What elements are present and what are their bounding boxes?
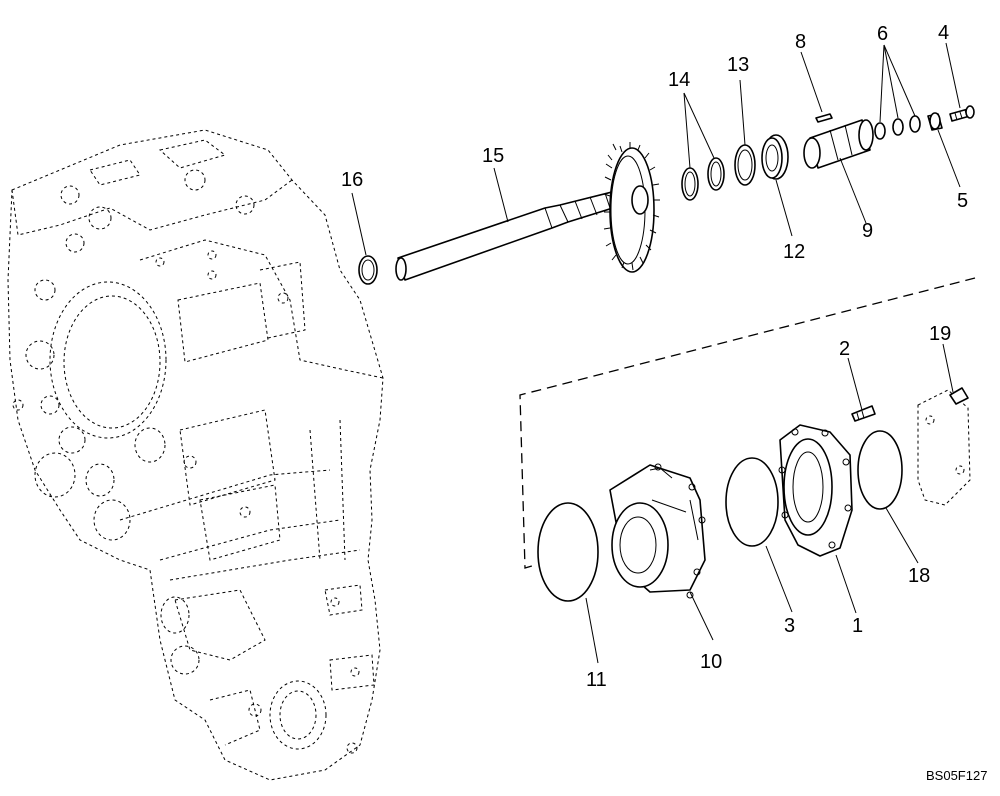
flange-cover-1 [778, 424, 853, 557]
drawing-code: BS05F127 [926, 768, 987, 783]
shim-rings-14 [681, 157, 725, 201]
callout-labels: 16 15 14 13 8 6 4 5 9 12 2 19 18 1 3 10 … [341, 22, 968, 691]
callout-12: 12 [783, 241, 805, 263]
rings-6 [874, 115, 921, 140]
key-8 [815, 113, 833, 123]
o-ring-3 [725, 457, 779, 547]
callout-11: 11 [586, 669, 607, 691]
callout-5: 5 [957, 190, 968, 212]
callout-13: 13 [727, 54, 749, 76]
bearing-12 [761, 134, 789, 180]
gasket-18 [857, 430, 903, 510]
nut-5 [927, 112, 943, 131]
bolt-2 [851, 405, 876, 422]
transmission-housing [7, 129, 384, 781]
callout-14: 14 [668, 69, 690, 91]
callout-4: 4 [938, 22, 949, 44]
callout-8: 8 [795, 31, 806, 53]
callout-2: 2 [839, 338, 850, 360]
callout-19: 19 [929, 323, 951, 345]
leader-lines [351, 42, 961, 664]
callout-16: 16 [341, 169, 363, 191]
drive-gear [603, 142, 660, 273]
ring-13 [734, 144, 756, 186]
callout-9: 9 [862, 220, 873, 242]
callout-1: 1 [852, 615, 863, 637]
callout-3: 3 [784, 615, 795, 637]
cover-plate-19 [917, 387, 971, 506]
assembly-connector-line [519, 277, 976, 569]
housing-10 [609, 463, 706, 599]
coupling-sleeve-9 [803, 119, 874, 169]
callout-18: 18 [908, 565, 930, 587]
callout-10: 10 [700, 651, 722, 673]
callout-6: 6 [877, 23, 888, 45]
bolt-4 [949, 105, 975, 122]
callout-15: 15 [482, 145, 504, 167]
o-ring-11 [537, 502, 599, 602]
snap-ring-16 [358, 255, 378, 285]
